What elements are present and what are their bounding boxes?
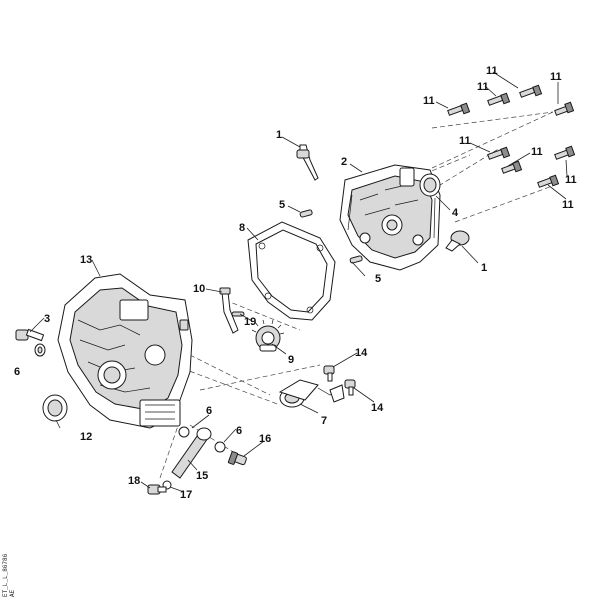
sealing-washer-right bbox=[214, 441, 226, 453]
callout-10: 10 bbox=[193, 283, 205, 295]
callout-6-left: 6 bbox=[14, 366, 20, 378]
oil-sensor bbox=[278, 379, 345, 408]
callout-9: 9 bbox=[288, 354, 294, 366]
assembly-lines bbox=[139, 111, 556, 479]
callout-11-d: 11 bbox=[550, 71, 562, 83]
screws-group bbox=[447, 84, 576, 188]
dowel-pin-lower bbox=[349, 255, 363, 264]
callout-1-breather: 1 bbox=[276, 129, 282, 141]
callout-1-cap: 1 bbox=[481, 262, 487, 274]
callout-11-g: 11 bbox=[565, 174, 577, 186]
sealing-washer-mid bbox=[178, 426, 190, 438]
callout-11-b: 11 bbox=[486, 65, 498, 77]
callout-19: 19 bbox=[244, 316, 256, 328]
crankcase bbox=[57, 273, 193, 429]
screw bbox=[447, 102, 471, 116]
screw bbox=[537, 174, 560, 188]
governor-gear bbox=[251, 319, 285, 352]
screw bbox=[487, 146, 511, 160]
callout-13: 13 bbox=[80, 254, 92, 266]
callout-4: 4 bbox=[452, 207, 459, 219]
crankcase-cover bbox=[339, 164, 441, 271]
reference-code: ET_L_L_86786 bbox=[2, 553, 9, 597]
breather-valve bbox=[296, 144, 319, 181]
callout-12: 12 bbox=[80, 431, 92, 443]
screw bbox=[554, 101, 575, 116]
oil-drain-tube bbox=[171, 427, 212, 479]
drawing-reference: ET_L_L_86786 AE bbox=[2, 553, 16, 597]
screw bbox=[487, 92, 511, 106]
gasket bbox=[247, 221, 336, 321]
callout-17: 17 bbox=[180, 489, 192, 501]
oil-seal-top bbox=[419, 173, 441, 197]
reference-suffix: AE bbox=[9, 589, 16, 597]
callout-5-lower: 5 bbox=[375, 273, 381, 285]
screw bbox=[554, 145, 576, 160]
dowel-pin-upper bbox=[299, 209, 313, 218]
callout-6-right: 6 bbox=[236, 425, 242, 437]
callout-11-c: 11 bbox=[477, 81, 489, 93]
callout-labels: 1 1 2 3 4 5 5 6 6 6 7 8 9 10 11 11 11 11… bbox=[14, 65, 577, 501]
sensor-screw-upper bbox=[323, 365, 335, 382]
callout-18: 18 bbox=[128, 475, 140, 487]
callout-5-upper: 5 bbox=[279, 199, 285, 211]
oil-seal-crank bbox=[42, 394, 68, 422]
callout-7: 7 bbox=[321, 415, 327, 427]
callout-11-e: 11 bbox=[459, 135, 471, 147]
screw bbox=[501, 160, 523, 174]
callout-8: 8 bbox=[239, 222, 245, 234]
callout-16: 16 bbox=[259, 433, 271, 445]
callout-11-a: 11 bbox=[423, 95, 435, 107]
callout-14-upper: 14 bbox=[355, 347, 368, 359]
oil-level-rod bbox=[219, 287, 239, 334]
leader-lines bbox=[29, 71, 568, 493]
callout-2: 2 bbox=[341, 156, 347, 168]
callout-3: 3 bbox=[44, 313, 50, 325]
oil-filler-cap bbox=[445, 230, 470, 252]
sealing-washer-left bbox=[34, 343, 46, 357]
callout-6-mid: 6 bbox=[206, 405, 212, 417]
drain-bolt bbox=[15, 328, 45, 342]
drain-screw bbox=[227, 451, 247, 466]
callout-14-lower: 14 bbox=[371, 402, 384, 414]
callout-15: 15 bbox=[196, 470, 208, 482]
callout-11-h: 11 bbox=[562, 199, 574, 211]
callout-11-f: 11 bbox=[531, 146, 543, 158]
sensor-screw-lower bbox=[344, 379, 356, 396]
screw bbox=[519, 84, 543, 98]
tube-bolt bbox=[147, 484, 167, 495]
